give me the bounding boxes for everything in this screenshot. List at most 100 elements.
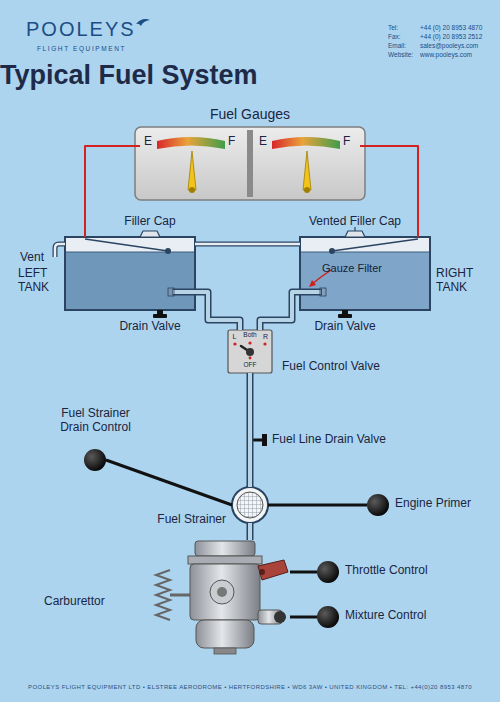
connector bbox=[250, 373, 251, 487]
selector-valve-shape bbox=[246, 348, 254, 356]
filler-cap bbox=[140, 231, 160, 237]
node-label: F bbox=[228, 135, 240, 149]
strainer-shape bbox=[232, 487, 268, 523]
fuel-tank-shape bbox=[300, 237, 430, 252]
part-label: Filler Cap bbox=[110, 215, 190, 229]
text-holder: Vented Filler Cap bbox=[300, 215, 410, 229]
pickup-pipe bbox=[320, 288, 326, 296]
fuel-tank-shape bbox=[300, 252, 430, 310]
fuel-tank: LEFT TANK bbox=[65, 237, 195, 310]
node-label: Mixture Control bbox=[345, 609, 455, 623]
valve-position: OFF bbox=[237, 361, 263, 368]
text-holder: +44 (0) 20 8953 4870 bbox=[420, 24, 498, 31]
node-label: Carburettor bbox=[44, 595, 139, 609]
connector bbox=[268, 505, 367, 506]
connector bbox=[260, 292, 300, 330]
text-holder: F bbox=[343, 135, 355, 149]
float-sender bbox=[332, 239, 418, 251]
text-holder: Fuel Strainer bbox=[122, 513, 226, 527]
carburettor-illustration bbox=[156, 541, 288, 654]
drain-valve-symbol bbox=[157, 310, 163, 314]
pickup-pipe bbox=[168, 288, 326, 296]
text-holder: +44 (0) 20 8953 2512 bbox=[420, 33, 498, 40]
drain-valve-symbol bbox=[153, 310, 352, 318]
control-knob: Mixture Control bbox=[317, 606, 339, 628]
fuel-pipe-core bbox=[195, 292, 240, 330]
vent-pipe bbox=[55, 244, 65, 257]
control-knob: Engine Primer bbox=[367, 494, 389, 516]
fuel-pipe-core bbox=[248, 373, 252, 487]
connector bbox=[195, 244, 300, 245]
text-holder: Mixture Control bbox=[345, 609, 455, 623]
text-holder: Engine Primer bbox=[395, 497, 495, 511]
poster-title: Typical Fuel System bbox=[0, 60, 500, 91]
gauge-dial bbox=[189, 187, 195, 193]
text-holder: Website: bbox=[388, 51, 422, 58]
node-label: Engine Primer bbox=[395, 497, 495, 511]
pickup-pipe bbox=[172, 289, 195, 296]
text-holder: Both bbox=[239, 331, 261, 338]
logo-bird bbox=[136, 19, 150, 26]
brand-tagline: FLIGHT EQUIPMENT bbox=[37, 45, 167, 52]
control-knob bbox=[84, 449, 389, 628]
fuel-tank-shape bbox=[65, 237, 195, 310]
gauge-dial bbox=[304, 187, 310, 193]
gauze-arrow bbox=[309, 280, 316, 287]
float-sender bbox=[85, 239, 418, 254]
fuel-tank-shape bbox=[65, 252, 195, 253]
text-holder: RIGHT TANK bbox=[436, 267, 488, 295]
part-label: Vented Filler Cap bbox=[300, 215, 410, 229]
text-holder: Filler Cap bbox=[110, 215, 190, 229]
carburettor: Carburettor bbox=[150, 540, 290, 655]
fuel-tank-shape bbox=[65, 237, 195, 252]
connector bbox=[290, 572, 317, 573]
contact-key: Fax: bbox=[388, 33, 422, 40]
logo-bird bbox=[136, 19, 150, 26]
control-rod bbox=[290, 571, 317, 574]
text-holder: F bbox=[228, 135, 240, 149]
contact-value: sales@pooleys.com bbox=[420, 42, 498, 49]
node-label: Fuel Gauges bbox=[135, 106, 365, 122]
drain-valve-symbol bbox=[338, 314, 352, 318]
text-holder: Tel: bbox=[388, 24, 422, 31]
control-rod bbox=[290, 616, 317, 619]
carburettor-illustration bbox=[170, 594, 190, 597]
fuel-tank-shape bbox=[65, 237, 430, 310]
line-drain-valve bbox=[253, 434, 267, 446]
gauge-dial bbox=[157, 137, 340, 193]
float-sender bbox=[329, 248, 335, 254]
connector bbox=[290, 617, 317, 618]
gauge-dial bbox=[188, 151, 196, 190]
connector bbox=[195, 292, 240, 330]
text-holder: Fuel Gauges bbox=[135, 106, 365, 122]
gauge-panel-shape bbox=[247, 130, 253, 197]
vent-line bbox=[195, 242, 300, 247]
control-rod bbox=[106, 460, 232, 505]
text-holder: Fuel Control Valve bbox=[282, 360, 412, 374]
control-knob bbox=[367, 494, 389, 516]
text-holder: OFF bbox=[237, 361, 263, 368]
node-label: Fuel Control Valve bbox=[282, 360, 412, 374]
valve-position: L bbox=[230, 333, 239, 341]
float-sender bbox=[85, 239, 168, 251]
brand-logo: POOLEYS bbox=[26, 18, 166, 41]
carburettor-illustration bbox=[190, 564, 260, 620]
valve-position: Both bbox=[239, 331, 261, 338]
carburettor-illustration bbox=[258, 560, 288, 580]
footer-address: POOLEYS FLIGHT EQUIPMENT LTD • ELSTREE A… bbox=[5, 684, 495, 691]
fuel-tank-shape bbox=[65, 252, 195, 310]
selector-valve-shape bbox=[228, 330, 272, 373]
selector-valve-shape bbox=[248, 341, 251, 344]
control-knob: Fuel Strainer Drain Control bbox=[84, 449, 106, 471]
drain-valve-symbol bbox=[153, 314, 167, 318]
node-label: E bbox=[144, 135, 156, 149]
connector bbox=[250, 523, 251, 540]
text-holder: Throttle Control bbox=[345, 564, 455, 578]
valve-position: R bbox=[261, 333, 270, 341]
selector-valve-shape bbox=[228, 330, 272, 373]
fuel-control-valve: Fuel Control ValveLBothROFF bbox=[228, 330, 272, 373]
part-label: Drain Valve bbox=[110, 320, 190, 334]
drain-valve-symbol bbox=[342, 310, 348, 314]
node-label: Fuel Strainer Drain Control bbox=[48, 407, 143, 435]
